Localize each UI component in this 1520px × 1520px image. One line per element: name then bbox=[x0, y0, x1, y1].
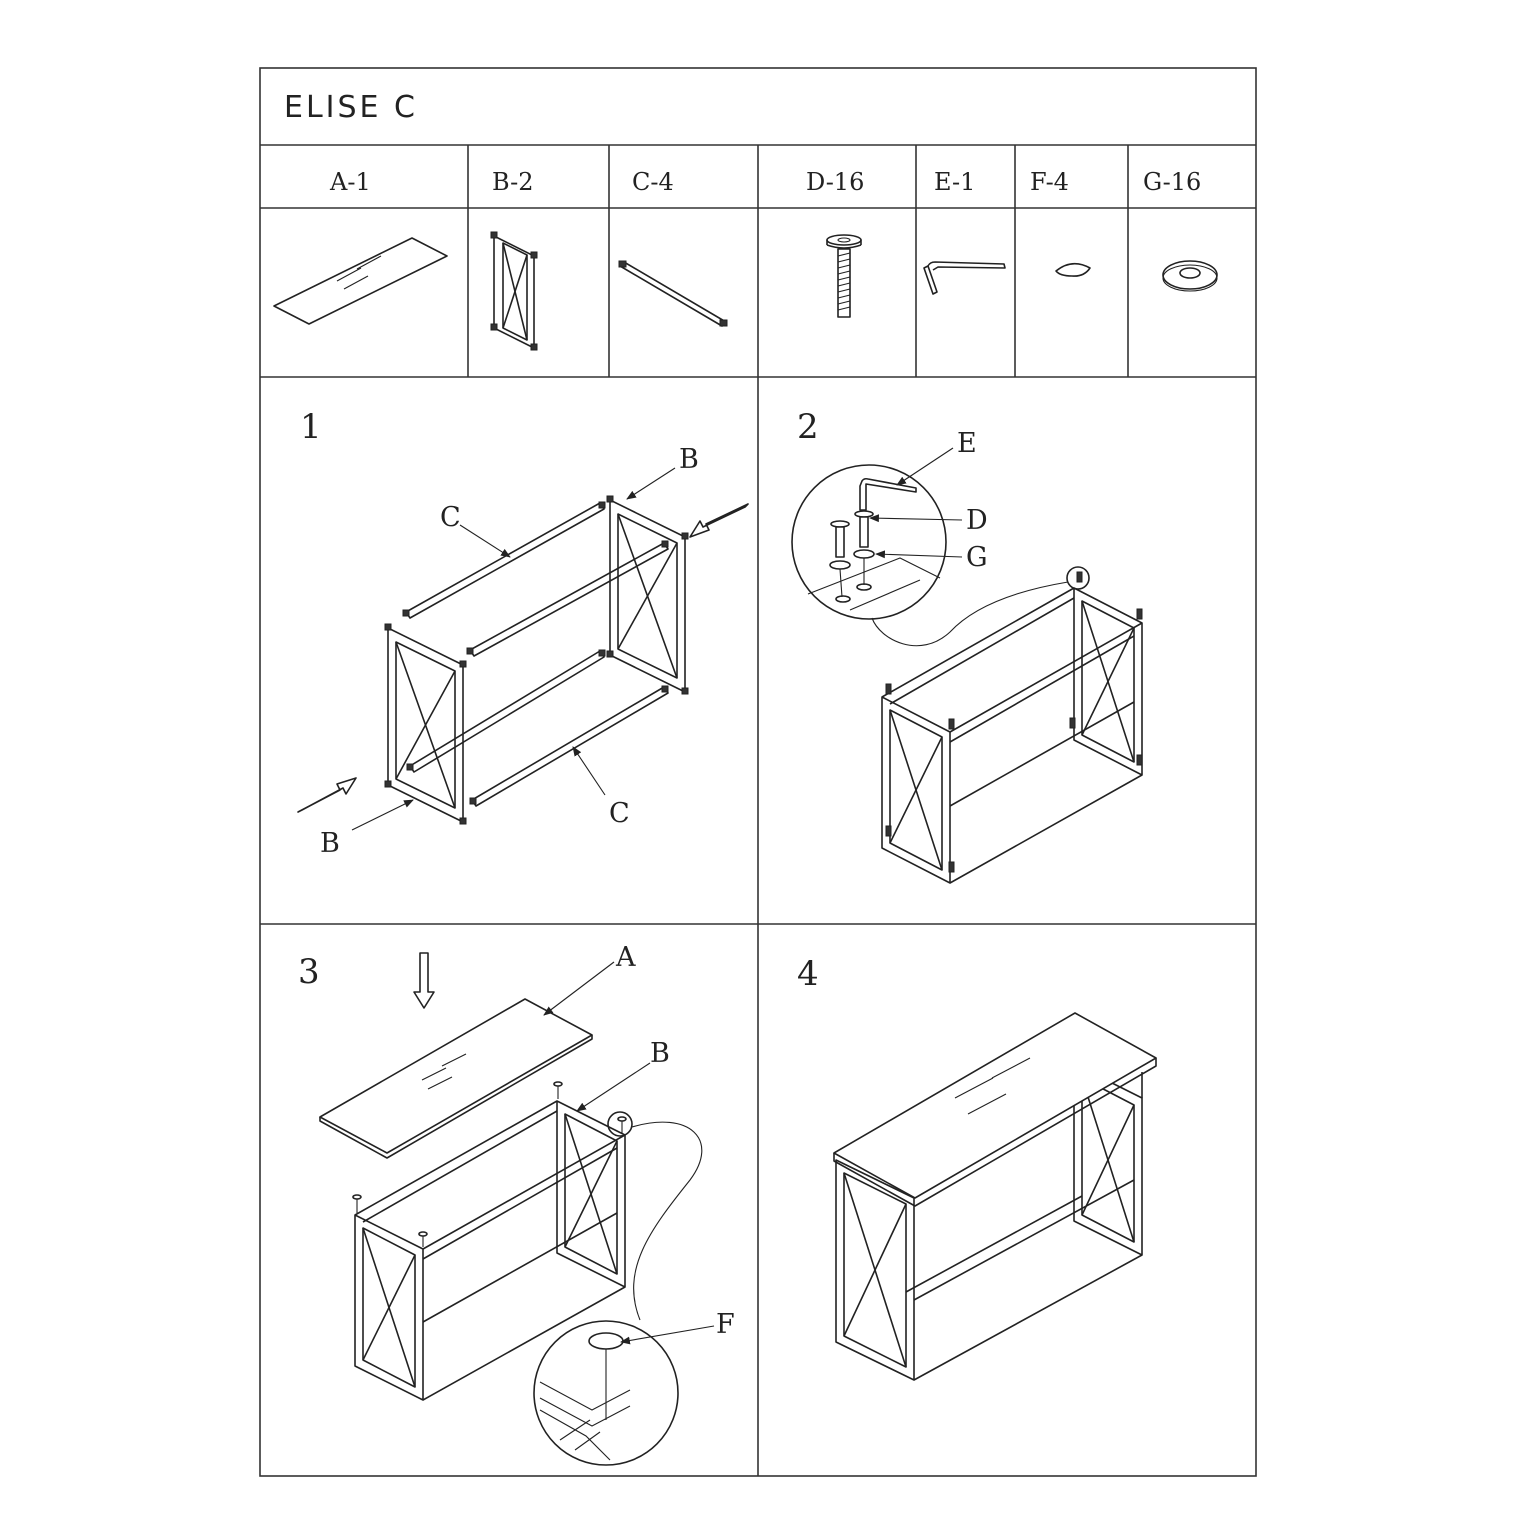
step1-label-c-bottom: C bbox=[609, 798, 630, 829]
push-arrow-left bbox=[297, 777, 357, 813]
step2-label-d: D bbox=[966, 505, 988, 536]
step1-left-frame bbox=[384, 623, 467, 825]
washer-icon bbox=[1162, 260, 1218, 292]
allen-key-icon bbox=[923, 261, 1006, 295]
part-code-g: G-16 bbox=[1143, 168, 1201, 196]
step3-label-a: A bbox=[615, 942, 636, 973]
step1-rails bbox=[402, 501, 669, 807]
part-code-c: C-4 bbox=[632, 168, 674, 196]
step2-label-g: G bbox=[966, 542, 988, 573]
step1-label-b-left: B bbox=[320, 828, 340, 859]
step-number-2: 2 bbox=[797, 407, 819, 447]
step1-label-c-top: C bbox=[440, 502, 461, 533]
step3-glass-placement bbox=[319, 952, 715, 1466]
step1-label-b-right: B bbox=[679, 444, 699, 475]
step-number-1: 1 bbox=[300, 407, 322, 447]
part-code-b: B-2 bbox=[492, 168, 533, 196]
step-number-3: 3 bbox=[298, 952, 320, 992]
side-frame-icon bbox=[490, 231, 538, 351]
product-title: ELISE C bbox=[284, 90, 418, 125]
step2-assembled-frame bbox=[791, 447, 1143, 884]
step3-label-f: F bbox=[716, 1309, 735, 1340]
pad-icon bbox=[1055, 262, 1091, 277]
glass-top-icon bbox=[273, 237, 448, 325]
step1-right-frame bbox=[606, 495, 689, 695]
rail-bar-icon bbox=[618, 260, 728, 327]
part-code-f: F-4 bbox=[1030, 168, 1069, 196]
bolt-icon bbox=[826, 234, 862, 318]
part-code-e: E-1 bbox=[934, 168, 975, 196]
step3-label-b: B bbox=[650, 1038, 670, 1069]
step4-finished-table bbox=[833, 1012, 1157, 1381]
step-number-4: 4 bbox=[797, 954, 819, 994]
step1-exploded-frame bbox=[297, 467, 749, 831]
push-arrow-right bbox=[689, 503, 749, 538]
step2-label-e: E bbox=[957, 428, 977, 459]
sheet-grid bbox=[259, 67, 1257, 1477]
part-code-a: A-1 bbox=[329, 168, 371, 196]
part-code-d: D-16 bbox=[806, 168, 864, 196]
